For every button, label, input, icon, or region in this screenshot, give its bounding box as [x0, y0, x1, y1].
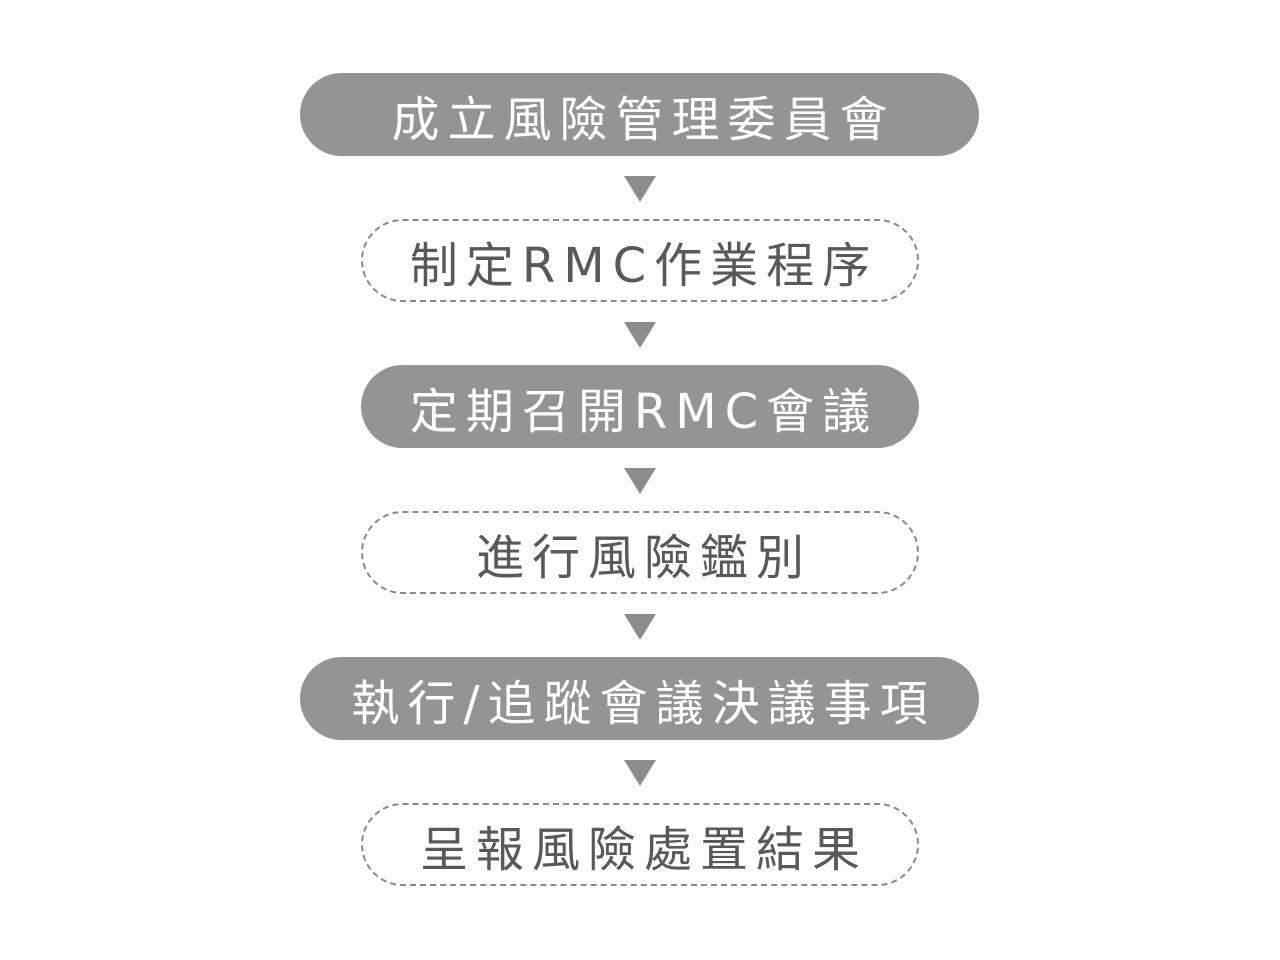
down-triangle-arrow-icon: [624, 176, 656, 202]
step-risk-identification: 進行風險鑑別: [361, 511, 919, 594]
down-triangle-arrow-icon: [624, 614, 656, 640]
step-report-results: 呈報風險處置結果: [361, 803, 919, 886]
step-execute-track-resolutions: 執行/追蹤會議決議事項: [300, 657, 979, 740]
step-label: 定期召開RMC會議: [409, 383, 879, 440]
step-label: 執行/追蹤會議決議事項: [351, 675, 936, 732]
down-triangle-arrow-icon: [624, 468, 656, 494]
step-label: 制定RMC作業程序: [409, 237, 879, 294]
step-label: 呈報風險處置結果: [419, 821, 868, 878]
step-label: 進行風險鑑別: [475, 529, 812, 586]
step-label: 成立風險管理委員會: [391, 91, 896, 148]
step-define-procedures: 制定RMC作業程序: [361, 219, 919, 302]
down-triangle-arrow-icon: [624, 760, 656, 786]
step-establish-committee: 成立風險管理委員會: [300, 73, 979, 156]
step-regular-meetings: 定期召開RMC會議: [361, 365, 919, 448]
down-triangle-arrow-icon: [624, 322, 656, 348]
